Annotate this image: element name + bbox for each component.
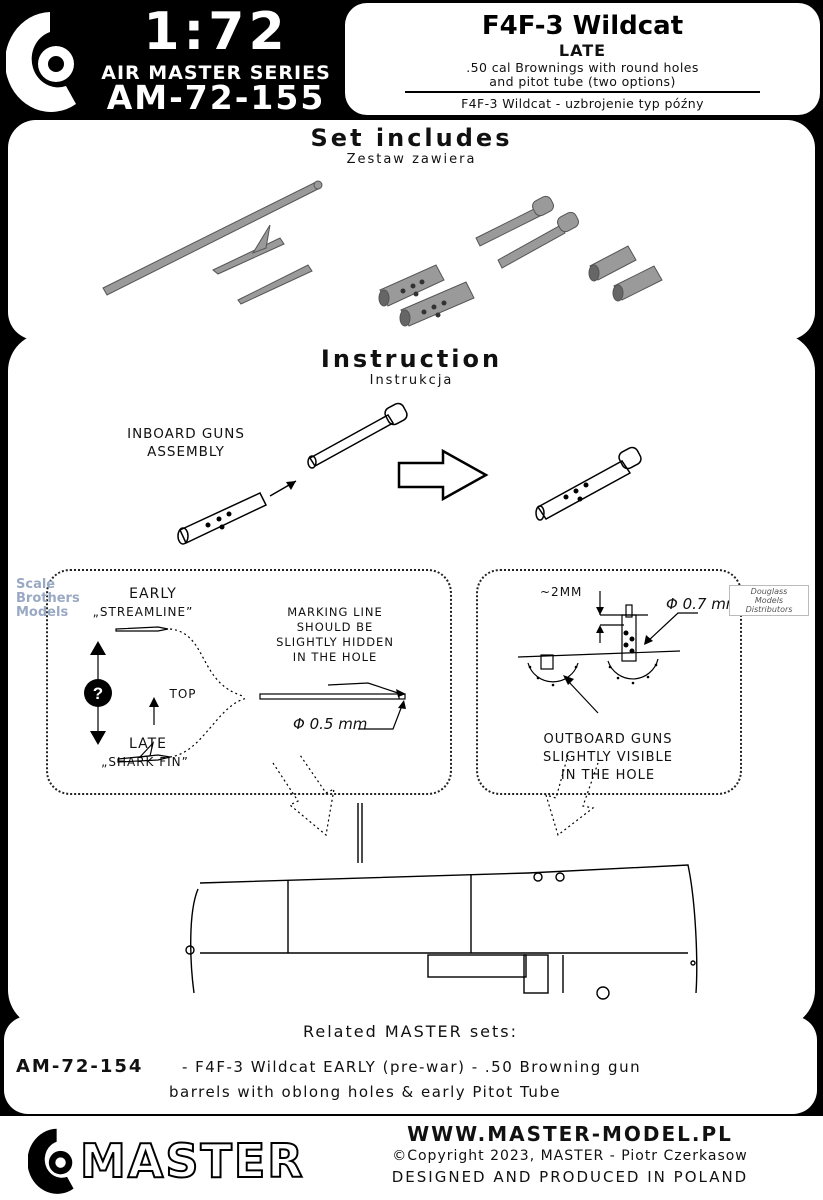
pitot-fin	[251, 224, 271, 254]
wing-section-drawing	[185, 803, 698, 1000]
assembly-sleeve	[308, 414, 395, 467]
footer: MASTER WWW.MASTER-MODEL.PL ©Copyright 20…	[0, 1116, 823, 1200]
top-label: TOP	[169, 687, 197, 701]
long-pitot-drawing	[259, 693, 406, 700]
product-code: AM-72-155	[106, 78, 326, 117]
related-set-code: AM-72-154	[16, 1056, 144, 1077]
result-arrow	[397, 448, 489, 502]
pitot-diameter-label: Φ 0.5 mm	[293, 715, 368, 733]
set-includes-panel: Set includes Zestaw zawiera	[8, 120, 815, 340]
scale-label: 1:72	[143, 2, 289, 62]
series-label: AIR MASTER SERIES	[101, 62, 331, 84]
set-includes-title: Set includes	[310, 124, 513, 152]
footer-logo-icon	[28, 1128, 74, 1194]
brand-wordmark: MASTER	[79, 1133, 305, 1189]
watermark-left: Scale Brothers Models	[16, 577, 80, 620]
related-sets-title: Related MASTER sets:	[302, 1022, 519, 1041]
master-logo-icon	[6, 12, 76, 112]
header-brand-area: 1:72 AIR MASTER SERIES AM-72-155	[0, 0, 345, 118]
instruction-title: Instruction	[320, 345, 503, 373]
header-title-panel: F4F-3 Wildcat LATE .50 cal Brownings wit…	[345, 3, 820, 115]
description-line-2: and pitot tube (two options)	[489, 74, 676, 89]
instruction-panel: Instruction Instrukcja INBOARD GUNS ASSE…	[8, 333, 815, 1028]
question-icon	[84, 679, 112, 707]
question-mark: ?	[93, 684, 103, 703]
website-link[interactable]: WWW.MASTER-MODEL.PL	[407, 1122, 733, 1146]
set-includes-subtitle: Zestaw zawiera	[346, 152, 477, 167]
early-label: EARLY	[129, 586, 177, 602]
pitot-streamline	[237, 264, 313, 305]
parts-illustration	[102, 180, 663, 327]
inboard-assembly-label: INBOARD GUNS ASSEMBLY	[127, 426, 245, 460]
product-variant: LATE	[558, 41, 607, 60]
pitot-tube-end	[313, 180, 323, 190]
pitot-options-box	[46, 569, 452, 795]
marking-line-note: MARKING LINE SHOULD BE SLIGHTLY HIDDEN I…	[276, 605, 394, 664]
polish-description: F4F-3 Wildcat - uzbrojenie typ późny	[461, 96, 704, 111]
header-divider	[405, 91, 760, 93]
description-line-1: .50 cal Brownings with round holes	[466, 60, 699, 75]
barrel-sleeve-2	[497, 224, 566, 269]
product-title: F4F-3 Wildcat	[481, 11, 684, 41]
assembled-barrel	[536, 460, 632, 520]
related-sets-panel: Related MASTER sets: AM-72-154 - F4F-3 W…	[4, 1016, 817, 1114]
product-description: .50 cal Brownings with round holes and p…	[345, 61, 820, 89]
watermark-right: Douglass Models Distributors	[729, 585, 809, 616]
assembly-barrel	[179, 492, 268, 545]
related-set-desc-2: barrels with oblong holes & early Pitot …	[169, 1083, 562, 1101]
dimension-2mm-label: ~2MM	[540, 585, 583, 599]
late-label: LATE	[128, 736, 167, 752]
related-set-desc-1: - F4F-3 Wildcat EARLY (pre-war) - .50 Br…	[182, 1058, 642, 1076]
outboard-guns-note: OUTBOARD GUNS SLIGHTLY VISIBLE IN THE HO…	[543, 732, 673, 783]
instruction-detail-diagram: ?	[84, 591, 698, 1000]
gun-diameter-label: Φ 0.7 mm	[666, 595, 741, 613]
copyright-text: ©Copyright 2023, MASTER - Piotr Czerkaso…	[392, 1148, 748, 1164]
early-pitot-drawing	[115, 626, 169, 632]
inboard-assembly-diagram	[177, 402, 642, 545]
made-in-text: DESIGNED AND PRODUCED IN POLAND	[391, 1168, 749, 1186]
outboard-guns-box	[476, 569, 742, 795]
late-pitot-drawing	[117, 754, 171, 763]
early-sub-label: „STREAMLINE”	[92, 605, 194, 619]
instruction-subtitle: Instrukcja	[369, 373, 454, 388]
pitot-shark-fin	[212, 237, 285, 275]
barrel-sleeve-1	[475, 207, 541, 247]
